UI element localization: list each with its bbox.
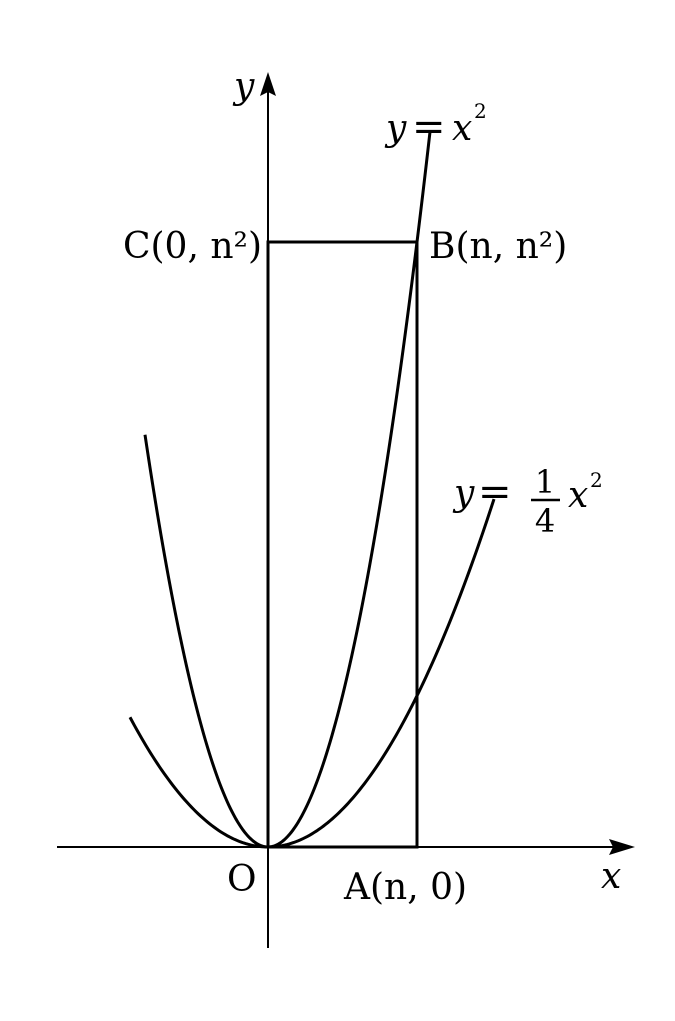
shallow-label-rhs: x	[568, 475, 588, 516]
point-a-name: A	[343, 867, 371, 908]
point-b-label: B(n, n²)	[429, 226, 567, 267]
rectangle-oabc	[266, 240, 419, 849]
steep-label-rhs: x	[452, 108, 472, 149]
shallow-label-lhs: y	[452, 473, 475, 514]
steep-label-lhs: y	[384, 108, 407, 149]
point-c-coords: (0, n²)	[151, 226, 263, 267]
steep-label-exp: 2	[474, 99, 487, 123]
point-a-coords: (n, 0)	[370, 867, 467, 908]
point-b-coords: (n, n²)	[455, 226, 567, 267]
y-axis-label: y	[232, 66, 255, 107]
x-axis-arrow	[609, 839, 635, 855]
steep-curve-label: y = x 2	[384, 99, 487, 150]
shallow-curve-label: y = 1 4 x 2	[452, 463, 603, 540]
shallow-label-exp: 2	[590, 468, 603, 492]
parabola-y-equals-quarter-x-squared	[128, 498, 496, 849]
shallow-label-eq: =	[478, 469, 512, 515]
y-axis-arrow	[260, 72, 276, 96]
parabola-y-equals-x-squared	[143, 131, 432, 849]
point-b-name: B	[429, 226, 455, 267]
point-a-label: A(n, 0)	[343, 867, 467, 908]
shallow-label-num: 1	[535, 463, 555, 501]
origin-label: O	[227, 859, 257, 900]
steep-label-eq: =	[412, 104, 446, 150]
point-c-name: C	[123, 226, 151, 267]
shallow-label-den: 4	[535, 502, 555, 540]
point-c-label: C(0, n²)	[123, 226, 262, 267]
x-axis-label: x	[601, 856, 621, 897]
